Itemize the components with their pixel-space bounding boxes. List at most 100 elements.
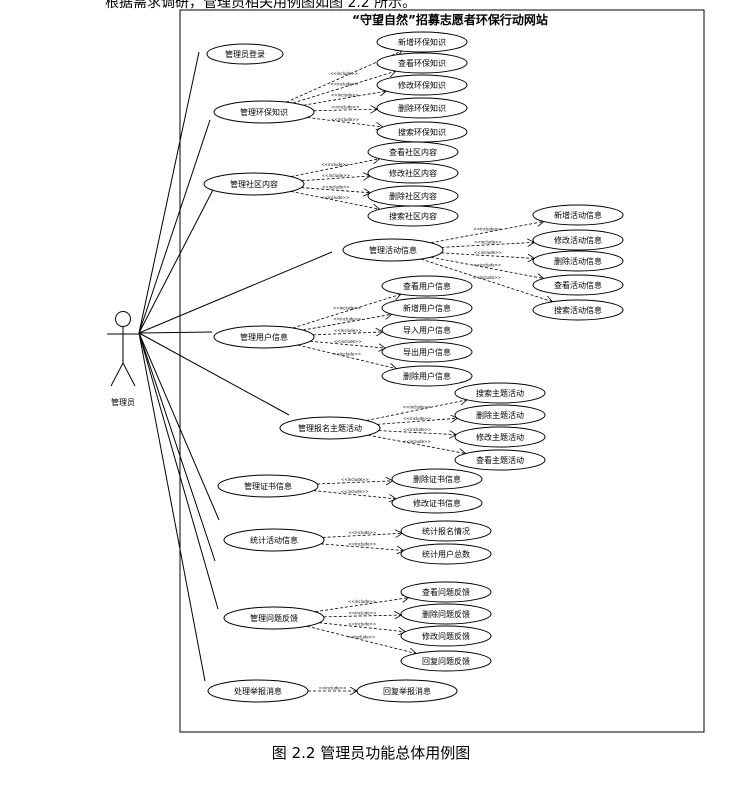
use-case-label: 处理举报消息 [234, 686, 282, 696]
use-case-ellipse [213, 325, 315, 349]
use-case-ellipse [391, 468, 483, 490]
include-label: <<include>> [330, 82, 358, 87]
include-arrow [323, 615, 402, 617]
use-case-label: 管理证书信息 [244, 481, 292, 491]
use-case-label: 修改社区内容 [389, 168, 437, 178]
use-case-9-0: 回复举报消息 [356, 679, 458, 703]
use-case-label: 修改证书信息 [413, 498, 461, 508]
use-case-ellipse [376, 52, 468, 74]
use-case-ellipse [223, 606, 325, 630]
use-case-ellipse [532, 274, 624, 296]
use-case-4-1: 新增用户信息 [381, 297, 473, 319]
use-case-5: 管理报名主题活动 [279, 416, 381, 440]
use-case-label: 搜索主题活动 [476, 388, 524, 398]
association-line [138, 331, 213, 334]
use-case-ellipse [400, 650, 492, 672]
use-case-ellipse [381, 275, 473, 297]
include-arrow [366, 400, 467, 421]
include-label: <<include>> [403, 439, 431, 444]
association-line [138, 251, 333, 334]
use-case-label: 删除环保知识 [398, 103, 446, 113]
include-label: <<include>> [341, 477, 369, 482]
intro-text: 根据需求调研，管理员相关用例图如图 2.2 所示。 [105, 0, 417, 11]
use-case-3-4: 搜索活动信息 [532, 299, 624, 321]
include-label: <<include>> [333, 306, 361, 311]
include-label: <<include>> [348, 542, 376, 547]
use-case-ellipse [203, 172, 305, 196]
use-case-3-3: 查看活动信息 [532, 274, 624, 296]
include-arrow [297, 344, 397, 369]
use-case-1: 管理环保知识 [213, 100, 315, 124]
use-case-ellipse [532, 299, 624, 321]
use-case-4-2: 导入用户信息 [381, 319, 473, 341]
include-label: <<include>> [333, 351, 361, 356]
include-arrow [307, 117, 383, 127]
include-label: <<include>> [348, 599, 376, 604]
use-case-ellipse [454, 426, 546, 448]
use-case-ellipse [532, 250, 624, 272]
use-case-1-3: 删除环保知识 [376, 97, 468, 119]
use-case-ellipse [454, 449, 546, 471]
use-case-label: 回复举报消息 [383, 686, 431, 696]
use-case-label: 新增环保知识 [398, 37, 446, 47]
use-case-ellipse [400, 603, 492, 625]
use-case-6: 管理证书信息 [217, 474, 319, 498]
system-title: “守望自然”招募志愿者环保行动网站 [352, 12, 548, 27]
use-case-1-2: 修改环保知识 [376, 74, 468, 96]
association-line [138, 332, 219, 610]
include-label: <<include>> [334, 328, 362, 333]
use-case-label: 管理问题反馈 [250, 613, 298, 623]
use-case-ellipse [381, 297, 473, 319]
use-case-label: 删除用户信息 [403, 371, 451, 381]
use-case-label: 管理用户信息 [240, 332, 288, 342]
use-case-label: 回复问题反馈 [422, 656, 470, 666]
include-label: <<include>> [474, 239, 502, 244]
use-case-1-0: 新增环保知识 [376, 31, 468, 53]
association-line [138, 332, 216, 562]
include-label: <<include>> [319, 686, 347, 691]
use-case-ellipse [454, 382, 546, 404]
use-case-2-3: 搜索社区内容 [367, 205, 459, 227]
include-arrow [319, 622, 405, 632]
use-case-3-0: 新增活动信息 [532, 204, 624, 226]
include-label: <<include>> [331, 93, 359, 98]
use-case-ellipse [400, 581, 492, 603]
use-case-2-0: 查看社区内容 [367, 141, 459, 163]
use-case-label: 删除主题活动 [476, 410, 524, 420]
include-arrow [420, 258, 552, 302]
include-arrow [310, 340, 385, 348]
use-case-label: 修改问题反馈 [422, 631, 470, 641]
include-label: <<include>> [341, 489, 369, 494]
use-case-ellipse [367, 162, 459, 184]
use-case-label: 新增活动信息 [554, 210, 602, 220]
include-arrow [430, 256, 544, 278]
include-label: <<include>> [322, 185, 350, 190]
include-label: <<include>> [474, 250, 502, 255]
use-case-ellipse [213, 100, 315, 124]
use-case-ellipse [376, 97, 468, 119]
include-arrow [441, 252, 534, 259]
use-case-7: 统计活动信息 [223, 528, 325, 552]
actor-label: 管理员 [111, 397, 135, 407]
figure-caption: 图 2.2 管理员功能总体用例图 [271, 744, 471, 762]
use-case-ellipse [206, 43, 284, 65]
include-label: <<include>> [348, 634, 376, 639]
use-case-label: 搜索活动信息 [554, 305, 602, 315]
use-case-label: 删除社区内容 [389, 191, 437, 201]
use-case-label: 删除问题反馈 [422, 609, 470, 619]
use-case-label: 管理员登录 [225, 49, 265, 59]
use-case-ellipse [532, 229, 624, 251]
use-case-ellipse [381, 341, 473, 363]
use-case-7-0: 统计报名情况 [400, 520, 492, 542]
use-case-label: 管理活动信息 [369, 245, 417, 255]
include-arrow [322, 533, 403, 538]
include-arrow [441, 242, 535, 248]
include-label: <<include>> [321, 195, 349, 200]
use-case-ellipse [367, 141, 459, 163]
use-case-3-1: 修改活动信息 [532, 229, 624, 251]
use-case-3: 管理活动信息 [342, 238, 444, 262]
use-case-8: 管理问题反馈 [223, 606, 325, 630]
association-line [138, 183, 217, 334]
use-case-label: 删除证书信息 [413, 474, 461, 484]
include-label: <<include>> [473, 262, 501, 267]
